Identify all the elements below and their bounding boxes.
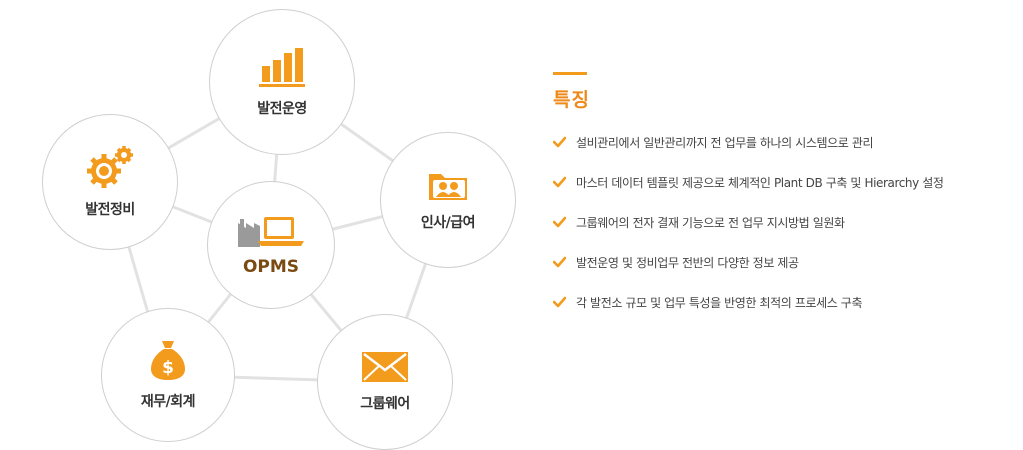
money-bag-icon: $ xyxy=(151,341,185,380)
check-icon xyxy=(553,216,566,228)
factory-laptop-icon xyxy=(238,217,304,247)
bar-chart-icon xyxy=(259,48,305,87)
features-section: 특징 설비관리에서 일반관리까지 전 업무를 하나의 시스템으로 관리 마스터 … xyxy=(553,72,1013,332)
list-item: 발전운영 및 정비업무 전반의 다양한 정보 제공 xyxy=(553,252,1013,272)
node-generation-operation[interactable]: 발전운영 xyxy=(209,9,355,155)
node-groupware[interactable]: 그룹웨어 xyxy=(317,314,453,450)
envelope-icon xyxy=(362,352,408,382)
check-icon xyxy=(553,136,566,148)
node-opms-center[interactable]: OPMS xyxy=(207,181,335,309)
node-label: 발전운영 xyxy=(257,101,307,117)
features-list: 설비관리에서 일반관리까지 전 업무를 하나의 시스템으로 관리 마스터 데이터… xyxy=(553,132,1013,312)
feature-text: 설비관리에서 일반관리까지 전 업무를 하나의 시스템으로 관리 xyxy=(576,135,874,150)
feature-text: 그룹웨어의 전자 결재 기능으로 전 업무 지시방법 일원화 xyxy=(576,215,845,230)
node-generation-maintenance[interactable]: 발전정비 xyxy=(42,114,178,250)
svg-text:$: $ xyxy=(162,358,174,378)
node-finance-accounting[interactable]: $ 재무/회계 xyxy=(101,308,235,442)
check-icon xyxy=(553,176,566,188)
check-icon xyxy=(553,296,566,308)
center-label: OPMS xyxy=(242,257,300,277)
features-title: 특징 xyxy=(553,89,590,111)
feature-text: 각 발전소 규모 및 업무 특성을 반영한 최적의 프로세스 구축 xyxy=(576,295,863,310)
list-item: 설비관리에서 일반관리까지 전 업무를 하나의 시스템으로 관리 xyxy=(553,132,1013,152)
feature-text: 마스터 데이터 템플릿 제공으로 체계적인 Plant DB 구축 및 Hier… xyxy=(576,175,944,190)
list-item: 각 발전소 규모 및 업무 특성을 반영한 최적의 프로세스 구축 xyxy=(553,292,1013,312)
node-label: 발전정비 xyxy=(85,202,135,218)
node-label: 재무/회계 xyxy=(140,394,196,410)
feature-text: 발전운영 및 정비업무 전반의 다양한 정보 제공 xyxy=(576,255,799,270)
node-label: 그룹웨어 xyxy=(360,396,410,412)
node-label: 인사/급여 xyxy=(420,215,476,231)
gears-icon xyxy=(87,146,133,188)
opms-diagram: 발전운영 인사/급여 그룹웨어 $ 재무/회계 xyxy=(42,9,516,450)
users-folder-icon xyxy=(429,174,467,200)
title-accent-bar xyxy=(553,72,587,75)
list-item: 마스터 데이터 템플릿 제공으로 체계적인 Plant DB 구축 및 Hier… xyxy=(553,172,1013,192)
check-icon xyxy=(553,256,566,268)
list-item: 그룹웨어의 전자 결재 기능으로 전 업무 지시방법 일원화 xyxy=(553,212,1013,232)
node-hr-payroll[interactable]: 인사/급여 xyxy=(380,132,516,268)
